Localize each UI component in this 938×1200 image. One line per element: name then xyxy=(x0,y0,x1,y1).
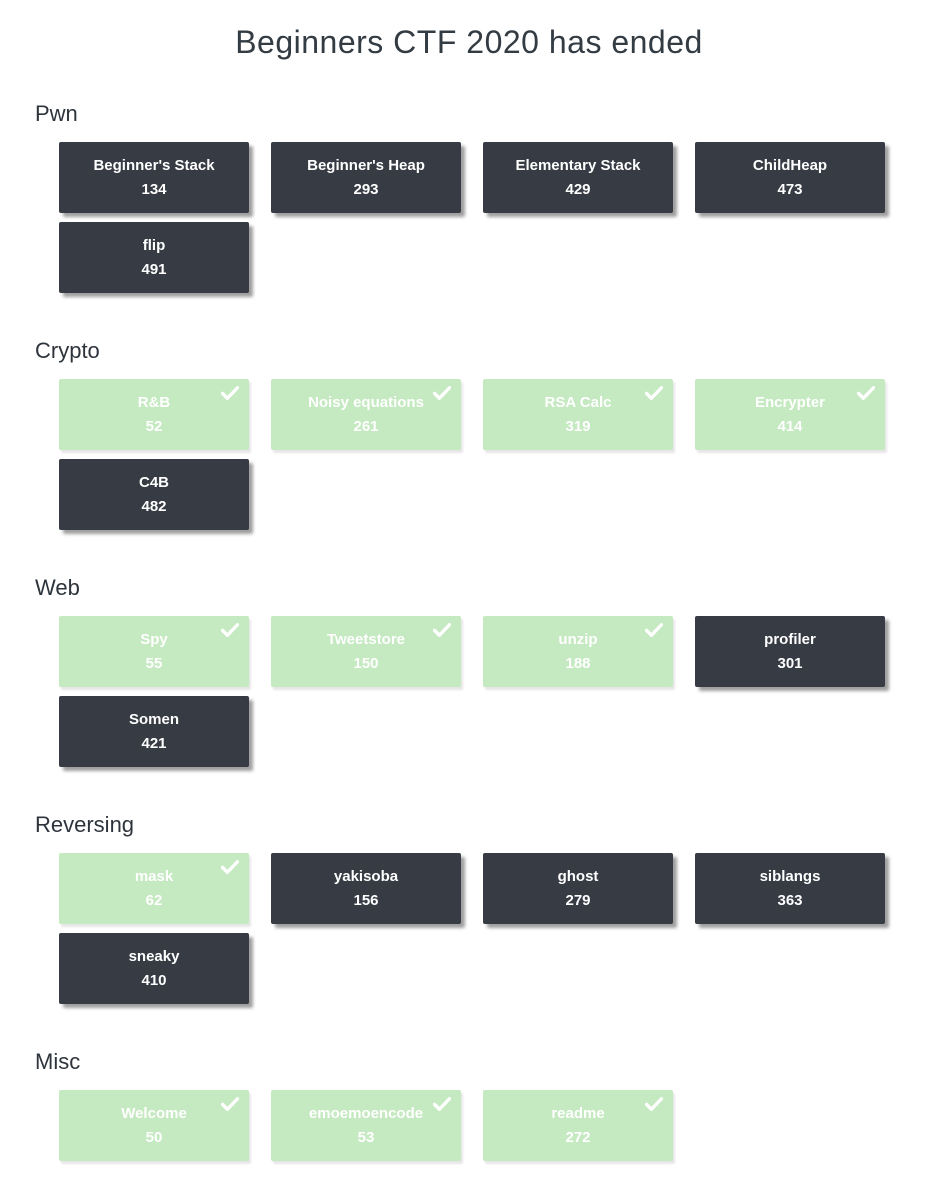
challenge-points: 482 xyxy=(141,497,167,515)
category-heading-misc: Misc xyxy=(35,1049,81,1074)
challenge-points: 363 xyxy=(777,891,803,909)
check-icon xyxy=(857,386,875,400)
challenge-grid: R&B 52 Noisy equations 261 RSA Calc 319 … xyxy=(59,379,938,530)
challenge-tile-mask[interactable]: mask 62 xyxy=(59,853,249,924)
challenge-name: sneaky xyxy=(128,947,180,965)
challenge-tile-welcome[interactable]: Welcome 50 xyxy=(59,1090,249,1161)
challenge-grid: mask 62 yakisoba 156 ghost 279 siblangs … xyxy=(59,853,938,1004)
challenge-points: 421 xyxy=(141,734,167,752)
check-icon xyxy=(433,386,451,400)
challenge-tile-elementary-stack[interactable]: Elementary Stack 429 xyxy=(483,142,673,213)
challenge-tile-somen[interactable]: Somen 421 xyxy=(59,696,249,767)
challenge-name: R&B xyxy=(137,393,171,411)
check-icon xyxy=(221,386,239,400)
challenge-tile-c4b[interactable]: C4B 482 xyxy=(59,459,249,530)
challenge-points: 156 xyxy=(353,891,379,909)
challenge-points: 301 xyxy=(777,654,803,672)
challenge-name: flip xyxy=(142,236,166,254)
challenge-tile-spy[interactable]: Spy 55 xyxy=(59,616,249,687)
challenge-grid: Spy 55 Tweetstore 150 unzip 188 profiler… xyxy=(59,616,938,767)
challenge-points: 134 xyxy=(141,180,167,198)
challenge-points: 410 xyxy=(141,971,167,989)
challenge-name: C4B xyxy=(138,473,169,491)
challenge-points: 414 xyxy=(777,417,803,435)
challenge-points: 50 xyxy=(145,1128,163,1146)
challenge-points: 55 xyxy=(145,654,163,672)
challenge-tile-yakisoba[interactable]: yakisoba 156 xyxy=(271,853,461,924)
category-section-reversing: Reversing mask 62 yakisoba 156 ghost 279… xyxy=(0,811,938,1004)
category-heading-pwn: Pwn xyxy=(35,101,78,126)
challenge-tile-readme[interactable]: readme 272 xyxy=(483,1090,673,1161)
challenge-name: profiler xyxy=(764,630,816,648)
challenge-name: Encrypter xyxy=(754,393,826,411)
challenge-name: Noisy equations xyxy=(308,393,424,411)
page-title: Beginners CTF 2020 has ended xyxy=(235,24,703,60)
challenge-name: RSA Calc xyxy=(544,393,612,411)
challenge-tile-encrypter[interactable]: Encrypter 414 xyxy=(695,379,885,450)
challenge-name: Somen xyxy=(128,710,179,728)
challenge-tile-beginner-s-stack[interactable]: Beginner's Stack 134 xyxy=(59,142,249,213)
check-icon xyxy=(221,623,239,637)
challenge-points: 188 xyxy=(565,654,591,672)
challenge-name: mask xyxy=(134,867,174,885)
challenge-points: 150 xyxy=(353,654,379,672)
challenge-points: 52 xyxy=(145,417,163,435)
challenge-name: emoemoencode xyxy=(308,1104,424,1122)
challenge-name: yakisoba xyxy=(333,867,399,885)
check-icon xyxy=(645,386,663,400)
challenge-tile-unzip[interactable]: unzip 188 xyxy=(483,616,673,687)
challenge-name: siblangs xyxy=(759,867,821,885)
challenge-tile-emoemoencode[interactable]: emoemoencode 53 xyxy=(271,1090,461,1161)
challenge-tile-noisy-equations[interactable]: Noisy equations 261 xyxy=(271,379,461,450)
challenge-name: Tweetstore xyxy=(326,630,406,648)
category-heading-crypto: Crypto xyxy=(35,338,100,363)
challenge-name: readme xyxy=(551,1104,605,1122)
challenge-points: 62 xyxy=(145,891,163,909)
challenge-points: 272 xyxy=(565,1128,591,1146)
category-section-crypto: Crypto R&B 52 Noisy equations 261 RSA Ca… xyxy=(0,337,938,530)
challenge-tile-r-b[interactable]: R&B 52 xyxy=(59,379,249,450)
challenge-tile-flip[interactable]: flip 491 xyxy=(59,222,249,293)
challenge-tile-ghost[interactable]: ghost 279 xyxy=(483,853,673,924)
check-icon xyxy=(221,860,239,874)
challenge-name: unzip xyxy=(558,630,598,648)
challenge-name: Elementary Stack xyxy=(515,156,641,174)
challenge-points: 261 xyxy=(353,417,379,435)
category-heading-reversing: Reversing xyxy=(35,812,135,837)
challenge-name: ChildHeap xyxy=(752,156,828,174)
challenge-tile-beginner-s-heap[interactable]: Beginner's Heap 293 xyxy=(271,142,461,213)
check-icon xyxy=(645,1097,663,1111)
challenge-points: 279 xyxy=(565,891,591,909)
challenge-name: Welcome xyxy=(121,1104,187,1122)
challenge-tile-childheap[interactable]: ChildHeap 473 xyxy=(695,142,885,213)
challenge-tile-profiler[interactable]: profiler 301 xyxy=(695,616,885,687)
challenge-name: ghost xyxy=(557,867,599,885)
challenge-tile-tweetstore[interactable]: Tweetstore 150 xyxy=(271,616,461,687)
challenge-tile-siblangs[interactable]: siblangs 363 xyxy=(695,853,885,924)
category-section-web: Web Spy 55 Tweetstore 150 unzip 188 prof… xyxy=(0,574,938,767)
challenge-name: Beginner's Heap xyxy=(307,156,425,174)
challenge-points: 491 xyxy=(141,260,167,278)
category-section-misc: Misc Welcome 50 emoemoencode 53 readme 2… xyxy=(0,1048,938,1161)
challenge-board: Pwn Beginner's Stack 134 Beginner's Heap… xyxy=(0,100,938,1161)
challenge-points: 473 xyxy=(777,180,803,198)
challenge-tile-sneaky[interactable]: sneaky 410 xyxy=(59,933,249,1004)
challenge-points: 53 xyxy=(357,1128,375,1146)
challenge-tile-rsa-calc[interactable]: RSA Calc 319 xyxy=(483,379,673,450)
challenge-name: Beginner's Stack xyxy=(93,156,215,174)
check-icon xyxy=(433,623,451,637)
challenge-grid: Beginner's Stack 134 Beginner's Heap 293… xyxy=(59,142,938,293)
category-section-pwn: Pwn Beginner's Stack 134 Beginner's Heap… xyxy=(0,100,938,293)
challenge-name: Spy xyxy=(140,630,168,648)
check-icon xyxy=(645,623,663,637)
challenge-points: 293 xyxy=(353,180,379,198)
check-icon xyxy=(221,1097,239,1111)
challenge-grid: Welcome 50 emoemoencode 53 readme 272 xyxy=(59,1090,938,1161)
challenge-points: 429 xyxy=(565,180,591,198)
challenge-points: 319 xyxy=(565,417,591,435)
check-icon xyxy=(433,1097,451,1111)
category-heading-web: Web xyxy=(35,575,80,600)
